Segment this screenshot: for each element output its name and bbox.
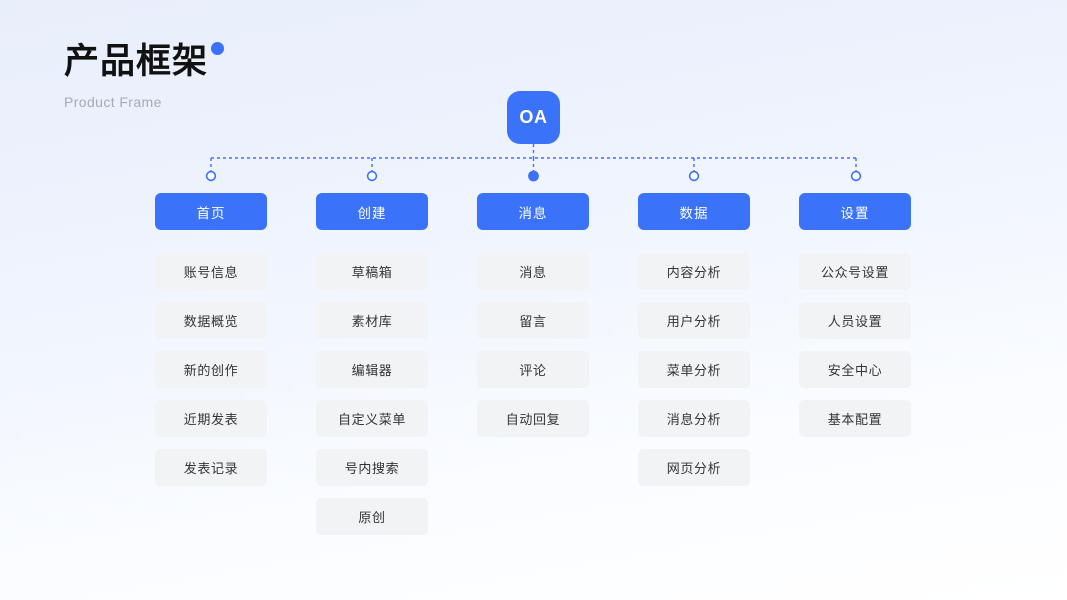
column-item[interactable]: 人员设置 [799, 302, 911, 339]
column-item[interactable]: 数据概览 [155, 302, 267, 339]
column-header-1[interactable]: 首页 [155, 193, 267, 230]
column-item[interactable]: 消息 [477, 253, 589, 290]
page-title-text: 产品框架 [64, 42, 209, 81]
column-item[interactable]: 用户分析 [638, 302, 750, 339]
chart-column: 设置公众号设置人员设置安全中心基本配置 [799, 193, 911, 547]
column-item[interactable]: 自动回复 [477, 400, 589, 437]
column-item[interactable]: 号内搜索 [316, 449, 428, 486]
column-item[interactable]: 内容分析 [638, 253, 750, 290]
root-node-label: OA [519, 107, 548, 127]
column-item[interactable]: 新的创作 [155, 351, 267, 388]
connector-dot-5 [850, 170, 862, 182]
connector-dot-2 [366, 170, 378, 182]
column-item[interactable]: 草稿箱 [316, 253, 428, 290]
page-subtitle: Product Frame [64, 94, 162, 110]
chart-column: 消息消息留言评论自动回复 [477, 193, 589, 547]
chart-column: 创建草稿箱素材库编辑器自定义菜单号内搜索原创 [316, 193, 428, 547]
column-header-5[interactable]: 设置 [799, 193, 911, 230]
chart-column: 首页账号信息数据概览新的创作近期发表发表记录 [155, 193, 267, 547]
column-item[interactable]: 原创 [316, 498, 428, 535]
column-item[interactable]: 消息分析 [638, 400, 750, 437]
column-item[interactable]: 菜单分析 [638, 351, 750, 388]
connector-dot-1 [205, 170, 217, 182]
column-item[interactable]: 近期发表 [155, 400, 267, 437]
column-item[interactable]: 发表记录 [155, 449, 267, 486]
column-item[interactable]: 素材库 [316, 302, 428, 339]
column-item[interactable]: 公众号设置 [799, 253, 911, 290]
column-item[interactable]: 网页分析 [638, 449, 750, 486]
column-item[interactable]: 编辑器 [316, 351, 428, 388]
title-block: 产品框架 Product Frame [64, 40, 225, 111]
column-item[interactable]: 留言 [477, 302, 589, 339]
chart-column: 数据内容分析用户分析菜单分析消息分析网页分析 [638, 193, 750, 547]
column-item[interactable]: 自定义菜单 [316, 400, 428, 437]
column-header-3[interactable]: 消息 [477, 193, 589, 230]
blue-dot-accent-icon [211, 42, 225, 55]
connector-dot-3 [528, 170, 539, 182]
root-node-oa[interactable]: OA [507, 91, 560, 144]
chart-columns: 首页账号信息数据概览新的创作近期发表发表记录创建草稿箱素材库编辑器自定义菜单号内… [155, 193, 912, 547]
column-item[interactable]: 评论 [477, 351, 589, 388]
column-item[interactable]: 账号信息 [155, 253, 267, 290]
column-item[interactable]: 基本配置 [799, 400, 911, 437]
column-header-2[interactable]: 创建 [316, 193, 428, 230]
column-item[interactable]: 安全中心 [799, 351, 911, 388]
page-title: 产品框架 [64, 40, 225, 84]
connector-dot-4 [688, 170, 700, 182]
column-header-4[interactable]: 数据 [638, 193, 750, 230]
